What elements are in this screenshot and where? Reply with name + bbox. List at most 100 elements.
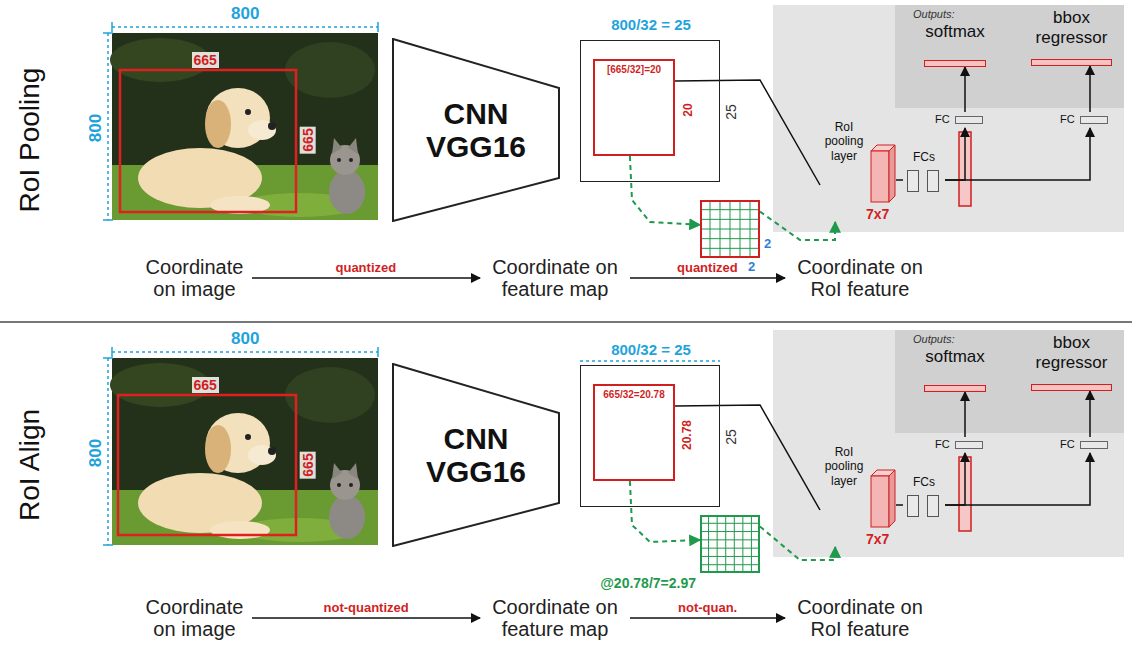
fc-layers: FCs	[903, 150, 945, 195]
grid-outline	[701, 201, 759, 257]
connector	[630, 481, 700, 542]
connector	[945, 128, 1090, 180]
fc-block	[955, 441, 983, 449]
connector	[675, 80, 820, 185]
feature-map: 800/32 = 2525665/32=20.7820.78	[580, 365, 720, 507]
output-vector	[1031, 59, 1112, 66]
dog-snout	[248, 120, 276, 140]
fc-layer: FC	[1060, 112, 1110, 128]
roi-projection: 665/32=20.7820.78	[593, 384, 675, 481]
grid-line	[700, 229, 760, 230]
connector	[964, 67, 966, 112]
panel-heading: Outputs:	[913, 333, 955, 345]
dog-cat-photo	[110, 358, 378, 545]
dimension-tick	[103, 32, 113, 34]
dog-ear	[205, 100, 231, 148]
dimension-label: 665	[192, 52, 219, 68]
section-title: RoI Pooling	[14, 68, 46, 213]
panel-heading: Outputs:	[913, 8, 955, 20]
connector	[945, 453, 1090, 505]
connector	[896, 504, 903, 506]
bin-size: @20.78/7=2.97	[600, 575, 696, 591]
coordinate-step: Coordinate on feature map	[480, 256, 630, 300]
grid-cells	[700, 200, 760, 258]
roi-grid: @20.78/7=2.97	[700, 515, 760, 573]
output-vector	[1031, 384, 1112, 391]
coordinate-step: Coordinate on image	[137, 596, 252, 640]
layer-name: RoI pooling layer	[820, 120, 868, 163]
block-side	[889, 145, 895, 202]
fc-layer: FC	[1060, 437, 1110, 453]
layer-name: FC	[935, 438, 950, 450]
cnn-trapezoid: CNN VGG16	[392, 38, 560, 222]
pool-size: 7x7	[866, 531, 889, 547]
dimension-line	[107, 33, 109, 220]
output-vector	[924, 385, 986, 392]
dimension-label: 800	[86, 439, 106, 467]
network-panel	[773, 5, 1124, 232]
roi-size-label: 665/32=20.78	[595, 389, 673, 400]
pool-size: 7x7	[866, 206, 889, 222]
fc-block	[1080, 116, 1108, 124]
connector	[252, 277, 480, 279]
fc-block	[955, 116, 983, 124]
dimension-tick	[103, 219, 113, 221]
coordinate-step: Coordinate on feature map	[480, 596, 630, 640]
step-label: Coordinate on RoI feature	[785, 596, 935, 640]
connector	[1089, 66, 1091, 112]
step-label: Coordinate on image	[137, 256, 252, 300]
layer-name: softmax	[918, 347, 992, 367]
layer-name: FC	[1060, 113, 1075, 125]
fc-layer: FC	[935, 112, 985, 128]
layer-name: FC	[1060, 438, 1075, 450]
connector	[252, 617, 480, 619]
roi-box	[120, 70, 296, 212]
grid-line	[700, 564, 760, 565]
dimension-tick	[111, 347, 113, 357]
step-label: Coordinate on RoI feature	[785, 256, 935, 300]
fc-layer: FC	[935, 437, 985, 453]
section-title: RoI Align	[14, 409, 46, 521]
dimension-line	[107, 358, 109, 545]
coordinate-step: Coordinate on RoI feature	[785, 256, 935, 300]
dimension-label: 800	[231, 329, 259, 349]
edge-label: not-quan.	[676, 600, 739, 615]
output-layer: softmax	[918, 22, 992, 67]
bin-size: 2	[748, 259, 755, 274]
dog-cat-photo	[110, 33, 378, 220]
layer-name: FC	[935, 113, 950, 125]
coordinate-step: Coordinate on image	[137, 256, 252, 300]
block-front	[871, 151, 889, 202]
fc-block	[927, 495, 939, 517]
dimension-label: 665	[299, 451, 315, 478]
cat-eye	[337, 158, 341, 162]
dimension-label: 665	[192, 377, 219, 393]
dimension-label: 800/32 = 25	[561, 16, 741, 33]
roi-grid: 22	[700, 200, 760, 258]
dimension-label: 665	[299, 126, 315, 153]
step-label: Coordinate on image	[137, 596, 252, 640]
roi-size-label: [665/32]=20	[595, 64, 673, 75]
connector	[945, 128, 965, 180]
fc-block	[907, 495, 919, 517]
block-side	[889, 470, 895, 527]
layer-name: FCs	[899, 475, 949, 489]
dimension-label: 800	[231, 4, 259, 24]
dimension-line	[112, 26, 378, 28]
feature-map: 800/32 = 2525[665/32]=2020	[580, 40, 720, 182]
connector	[630, 277, 785, 279]
layer-name: RoI pooling layer	[820, 445, 868, 488]
network-name: CNN VGG16	[420, 422, 532, 488]
output-panel: Outputs:softmaxbbox regressor	[895, 5, 1122, 108]
edge-label: not-quantized	[322, 600, 411, 615]
dimension-tick	[103, 544, 113, 546]
network-name: CNN VGG16	[420, 97, 532, 163]
dimension-lines	[103, 22, 720, 545]
connector	[1089, 391, 1091, 437]
roi-size-label: 20.78	[680, 419, 694, 449]
pooling-block	[870, 144, 896, 204]
connector	[675, 405, 820, 510]
output-layer: bbox regressor	[1025, 333, 1118, 391]
roi-box	[118, 395, 296, 535]
